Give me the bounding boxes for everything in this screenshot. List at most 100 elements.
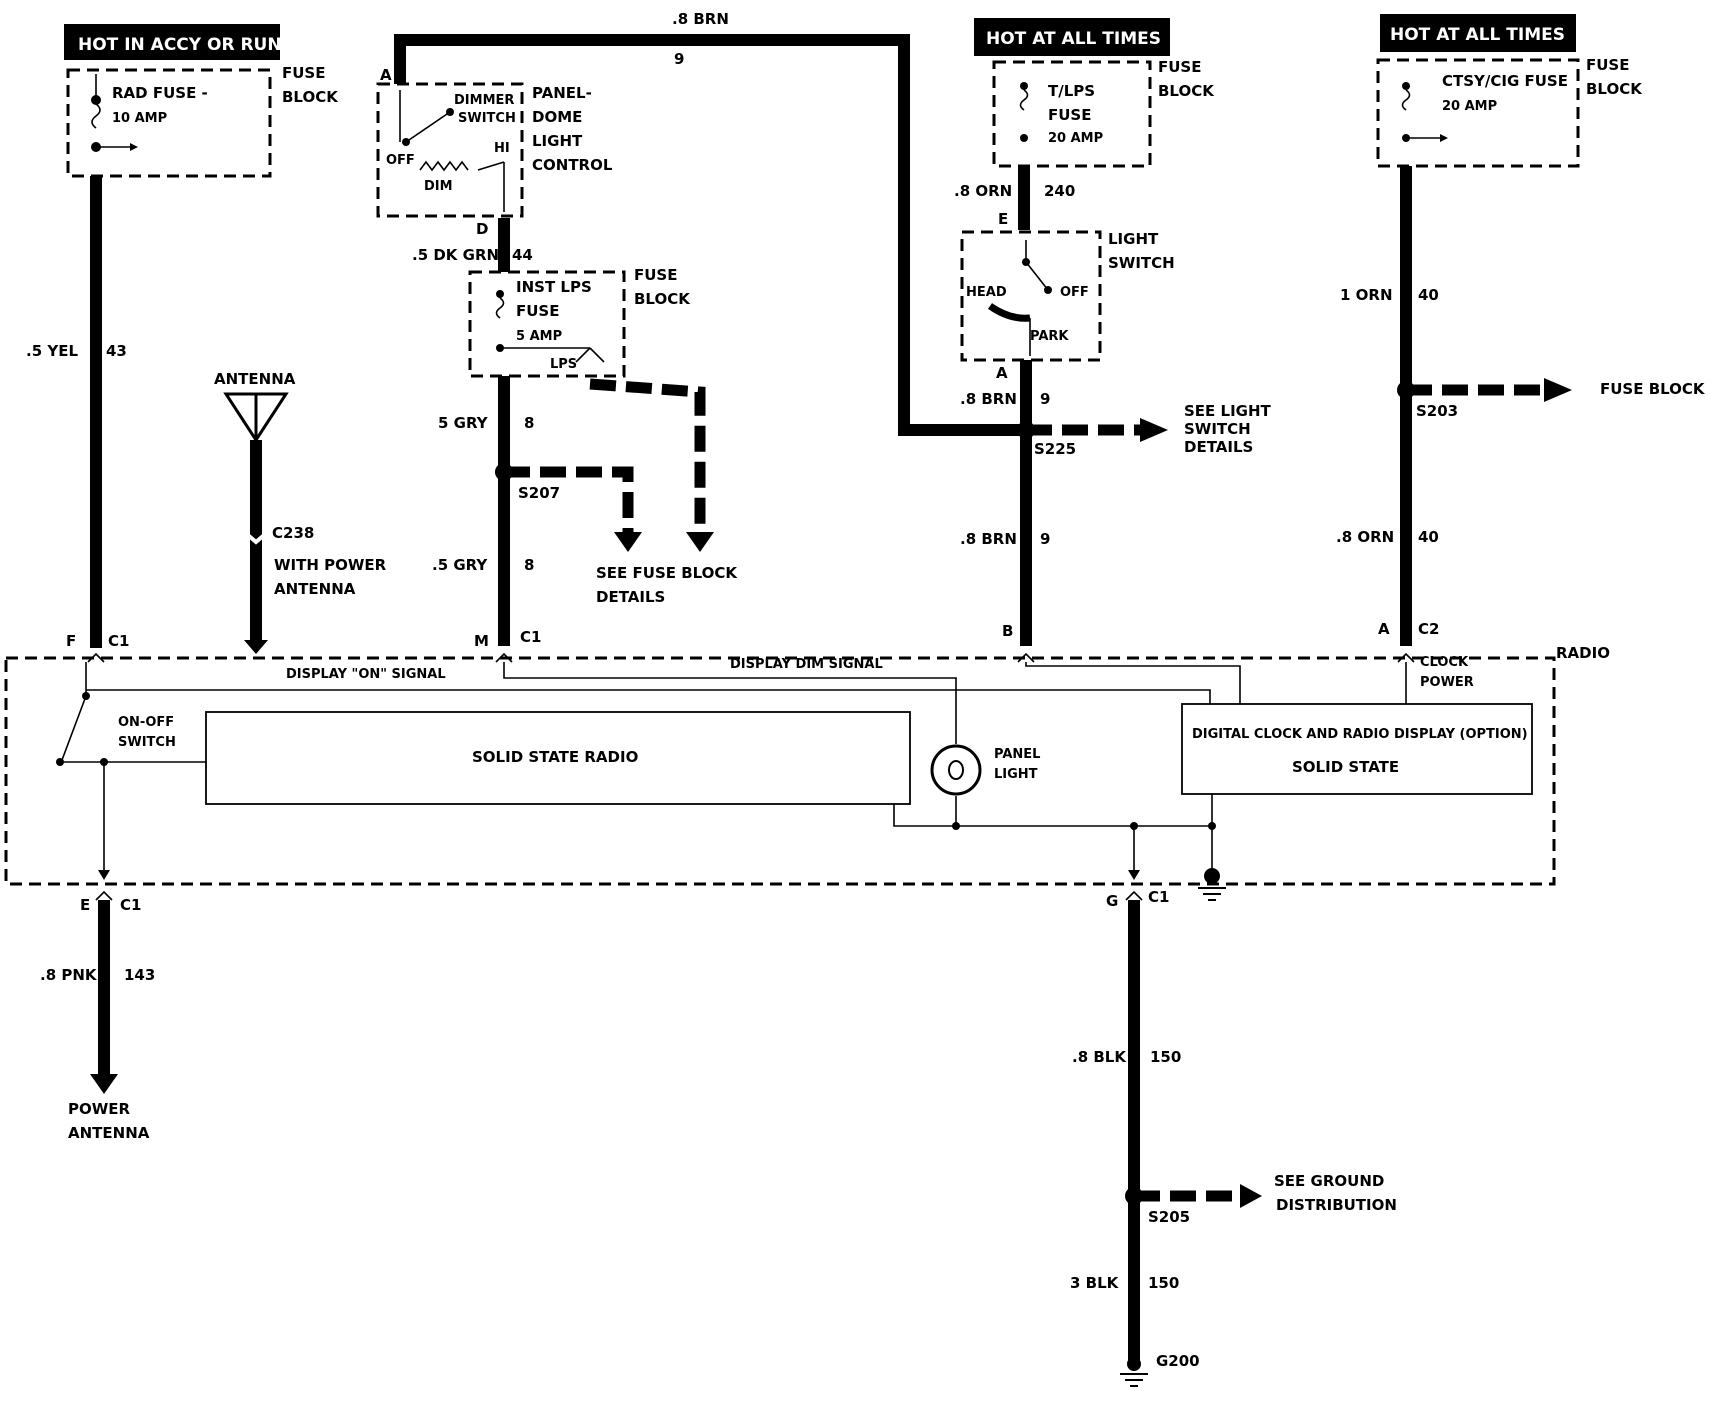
notes-power-ant1-label: POWER (68, 1100, 131, 1118)
splices-s205-label: S205 (1148, 1208, 1190, 1226)
fuses-inst-name1-label: INST LPS (516, 278, 592, 296)
radio-enclosure (4, 656, 1556, 886)
light-switch-line1-label: LIGHT (1108, 230, 1159, 248)
splices-s225-label: S225 (1034, 440, 1076, 458)
diagram-stroke (1140, 418, 1168, 442)
panel-dome-line1-label: PANEL- (532, 84, 592, 102)
antenna: ANTENNA C238 WITH POWER ANTENNA (214, 370, 387, 654)
connectors-a-dimmer-label: A (380, 66, 392, 84)
connectors-g200-label: G200 (1156, 1352, 1200, 1370)
wire-s207-branch (504, 466, 634, 538)
wires-orn-240-label: .8 ORN (954, 182, 1012, 200)
fuse-block-label-line2-label: BLOCK (1158, 82, 1215, 100)
light-switch: HEAD OFF PARK (960, 230, 1102, 362)
diagram-stroke (1240, 1184, 1262, 1208)
panel-light: PANEL LIGHT (930, 728, 1040, 830)
wires-orn40b-num-label: 40 (1418, 528, 1439, 546)
diagram-stroke (930, 744, 982, 796)
wires-yel-label: .5 YEL (26, 342, 78, 360)
diagram-stroke (1020, 82, 1028, 90)
diagram-stroke (66, 68, 272, 178)
header-hot-all-times-2: HOT AT ALL TIMES (1380, 14, 1576, 52)
antenna-with1-label: WITH POWER (274, 556, 387, 574)
diagram-stroke (1544, 378, 1572, 402)
fuse-block-label-line1-label: FUSE (1158, 58, 1201, 76)
header-hot-all-times-1: HOT AT ALL TIMES (974, 18, 1170, 56)
diagram-stroke (130, 143, 138, 151)
fuse-block-label-1: FUSE (282, 64, 325, 82)
fuse-block-label-1b: BLOCK (282, 88, 339, 106)
fuses-tlps-rating-label: 20 AMP (1048, 131, 1103, 146)
diagram-stroke (495, 652, 513, 663)
on-off-switch: ON-OFF SWITCH (56, 662, 206, 880)
diagram-stroke (1044, 286, 1052, 294)
wires-brn2-num-label: 9 (1040, 530, 1050, 548)
wires-pnk-label: .8 PNK (40, 966, 98, 984)
splices-s207-label: S207 (518, 484, 560, 502)
tlps-fuse: T/LPS FUSE 20 AMP (992, 60, 1152, 168)
diagram-stroke (244, 640, 268, 654)
diagram-stroke (948, 760, 964, 780)
inst-lps-fuse: INST LPS FUSE 5 AMP LPS (468, 270, 626, 378)
diagram-stroke (1440, 134, 1448, 142)
diagram-stroke (1125, 890, 1143, 901)
connectors-c1-m-label: C1 (520, 628, 541, 646)
notes-see-light3-label: DETAILS (1184, 438, 1253, 456)
splices-s203-label: S203 (1416, 402, 1458, 420)
diagram-stroke (405, 111, 451, 143)
connectors-e-ls-label: E (998, 210, 1008, 228)
light-switch-park-label: PARK (1030, 329, 1069, 344)
panel-dome-line4-label: CONTROL (532, 156, 613, 174)
diagram-stroke (496, 290, 504, 298)
radio-clock-power1-label: CLOCK (1420, 655, 1469, 670)
panel-dome-dimmer2-label: SWITCH (458, 111, 516, 126)
wires-blk2-num-label: 150 (1148, 1274, 1179, 1292)
wire-9-brn-top (394, 34, 1026, 436)
diagram-stroke (992, 60, 1152, 168)
ground-bus (893, 794, 1213, 827)
fuse-block-label-line2-label: BLOCK (634, 290, 691, 308)
diagram-stroke (87, 652, 105, 663)
diagram-stroke (90, 1074, 118, 1094)
fuses-ctsy-name-label: CTSY/CIG FUSE (1442, 72, 1568, 90)
notes-see-fuse1-label: SEE FUSE BLOCK (596, 564, 738, 582)
diagram-stroke (1017, 652, 1035, 663)
radio-display-on-label: DISPLAY "ON" SIGNAL (286, 667, 446, 682)
antenna-with2-label: ANTENNA (274, 580, 356, 598)
wires-gry2-num-label: 8 (524, 556, 534, 574)
ctsy-cig-fuse: CTSY/CIG FUSE 20 AMP (1376, 58, 1580, 168)
wires-orn40a-label: 1 ORN (1340, 286, 1393, 304)
headers-hot-all-times-1-label: HOT AT ALL TIMES (986, 29, 1161, 49)
connectors-c238-label: C238 (272, 524, 314, 542)
diagram-stroke (1025, 261, 1049, 291)
diagram-stroke (614, 532, 642, 552)
diagram-stroke (1020, 134, 1028, 142)
diagram-stroke (1025, 662, 1241, 704)
fuse-block-label-line2-label: BLOCK (1586, 80, 1643, 98)
fuses-inst-tap-label: LPS (550, 357, 577, 372)
wires-blk2-label: 3 BLK (1070, 1274, 1120, 1292)
diagram-stroke (446, 108, 454, 116)
wires-brn2-label: .8 BRN (960, 530, 1017, 548)
display-on-signal-line (86, 689, 1211, 704)
wires-yel-num-label: 43 (106, 342, 127, 360)
fuse-block-label-line1-label: FUSE (634, 266, 677, 284)
ground-g200 (1127, 1357, 1141, 1371)
connectors-a-ls-label: A (996, 364, 1008, 382)
radio-panel-light1-label: PANEL (994, 747, 1040, 762)
wires-blk1-label: .8 BLK (1072, 1048, 1127, 1066)
diagram-stroke (974, 18, 1170, 56)
connectors-e-bot-label: E (80, 896, 90, 914)
connectors-c1-g-label: C1 (1148, 888, 1169, 906)
diagram-stroke (477, 161, 505, 171)
diagram-stroke (1128, 870, 1140, 880)
diagram-stroke (686, 532, 714, 552)
diagram-stroke (419, 160, 469, 172)
diagram-stroke (98, 870, 110, 880)
connectors-c2-label: C2 (1418, 620, 1439, 638)
diagram-stroke (1380, 14, 1576, 52)
wires-brn1-num-label: 9 (1040, 390, 1050, 408)
diagram-stroke (91, 103, 101, 129)
notes-see-ground1-label: SEE GROUND (1274, 1172, 1384, 1190)
